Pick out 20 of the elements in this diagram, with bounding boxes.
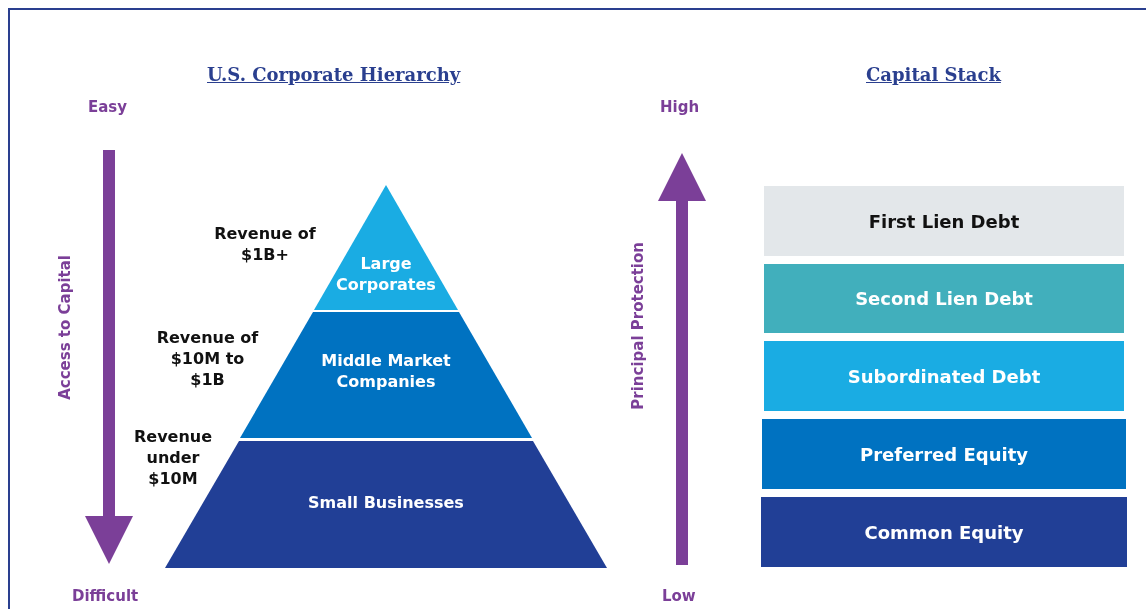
tier-label: Middle Market Companies [320, 350, 452, 392]
capital-stack-layer: Second Lien Debt [764, 264, 1124, 333]
section-heading: Capital Stack [866, 64, 1001, 85]
revenue-label: Revenue of $1B+ [213, 223, 317, 265]
capital-stack-layer: Subordinated Debt [764, 341, 1124, 411]
scale-label: Difficult [72, 587, 139, 605]
axis-label: Access to Capital [56, 255, 74, 400]
capital-stack-layer: First Lien Debt [764, 186, 1124, 256]
pyramid-tier [314, 185, 458, 310]
scale-label: Easy [88, 98, 128, 116]
tier-label: Small Businesses [307, 492, 465, 513]
section-heading: U.S. Corporate Hierarchy [207, 64, 461, 85]
capital-stack-layer: Common Equity [761, 497, 1127, 567]
scale-label: High [660, 98, 700, 116]
revenue-label: Revenue of $10M to $1B [155, 327, 260, 390]
scale-label: Low [662, 587, 696, 605]
revenue-label: Revenue under $10M [132, 426, 214, 489]
capital-stack-layer: Preferred Equity [762, 419, 1126, 489]
axis-label: Principal Protection [629, 242, 647, 410]
tier-label: Large Corporates [335, 253, 437, 295]
